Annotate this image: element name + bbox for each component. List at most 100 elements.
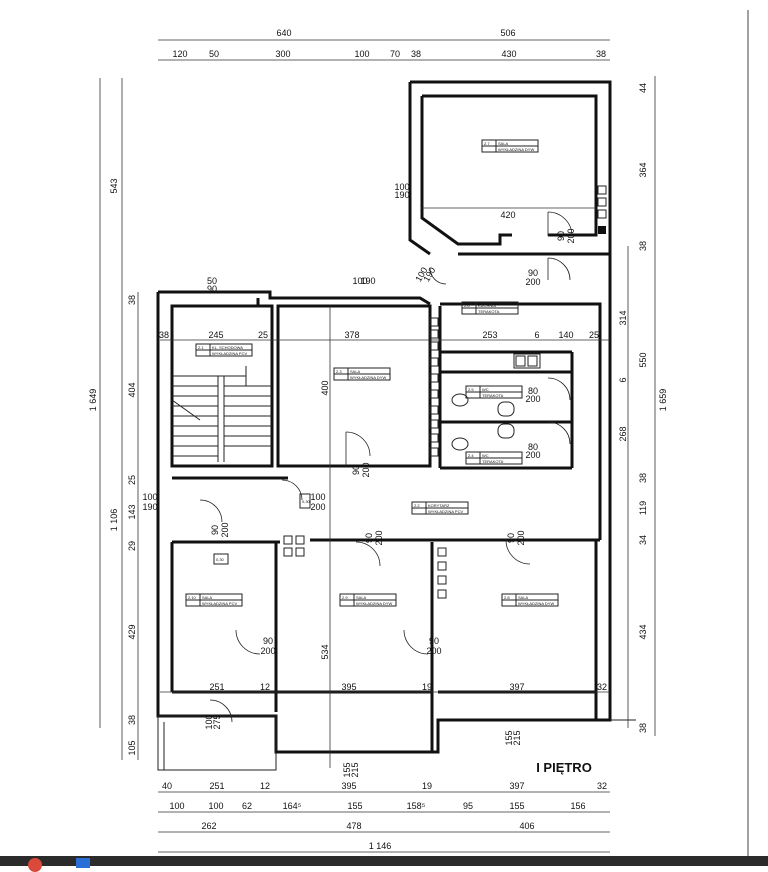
dim-text: 38 bbox=[596, 49, 606, 59]
opening-label: 90 bbox=[210, 525, 220, 535]
dim-text: 44 bbox=[638, 83, 648, 93]
opening-label: 200 bbox=[260, 646, 275, 656]
dim-text: 429 bbox=[127, 624, 137, 639]
dim-text: 400 bbox=[320, 380, 330, 395]
dim-text: 25 bbox=[589, 330, 599, 340]
dim-text: 105 bbox=[127, 740, 137, 755]
dim-text: 1 146 bbox=[369, 841, 392, 851]
app-icon[interactable] bbox=[76, 858, 90, 868]
opening-label: 100 bbox=[142, 492, 157, 502]
dim-text: 506 bbox=[500, 28, 515, 38]
svg-text:WC: WC bbox=[482, 387, 489, 392]
dim-text: 406 bbox=[519, 821, 534, 831]
dim-text: 100 bbox=[169, 801, 184, 811]
room-tag-2-6: 2.6 KUCHNIA TERAKOTA bbox=[461, 301, 519, 315]
opening-label: 200 bbox=[516, 530, 526, 545]
room-tag-2-9: 2.9 SALA WYKŁADZINA DYW bbox=[339, 593, 397, 607]
svg-text:2.5: 2.5 bbox=[468, 387, 474, 392]
dim-text: 140 bbox=[558, 330, 573, 340]
opening-label: 155 bbox=[342, 762, 352, 777]
dim-text: 245 bbox=[208, 330, 223, 340]
room-tag-2-7: 2.7 SALA WYKŁADZINA DYW bbox=[481, 139, 539, 153]
browser-icon[interactable] bbox=[28, 858, 42, 872]
staircase bbox=[171, 366, 272, 462]
dim-text: 38 bbox=[411, 49, 421, 59]
dim-text: 12 bbox=[260, 682, 270, 692]
dim-text: 430 bbox=[501, 49, 516, 59]
svg-text:SALA: SALA bbox=[202, 595, 213, 600]
svg-text:2.10: 2.10 bbox=[188, 595, 197, 600]
svg-text:2.2: 2.2 bbox=[414, 503, 420, 508]
svg-text:WC: WC bbox=[482, 453, 489, 458]
dim-text: 19 bbox=[422, 682, 432, 692]
taskbar bbox=[0, 856, 768, 872]
dim-text: 50 bbox=[209, 49, 219, 59]
opening-label: 100 bbox=[394, 182, 409, 192]
dim-text: 38 bbox=[127, 715, 137, 725]
opening-label: 215 bbox=[350, 762, 360, 777]
dim-text: 120 bbox=[172, 49, 187, 59]
opening-label: 90 bbox=[263, 636, 273, 646]
opening-label: 200 bbox=[310, 502, 325, 512]
dim-text: 6 bbox=[534, 330, 539, 340]
svg-text:TERAKOTA: TERAKOTA bbox=[482, 393, 504, 398]
opening-label: 190 bbox=[360, 276, 375, 286]
dim-text: 32 bbox=[597, 781, 607, 791]
dim-text: 314 bbox=[618, 310, 628, 325]
dim-text: 155 bbox=[347, 801, 362, 811]
dim-text: 1 659 bbox=[658, 389, 668, 412]
wc-fixtures bbox=[451, 353, 541, 451]
dim-text: 434 bbox=[638, 624, 648, 639]
dim-text: 478 bbox=[346, 821, 361, 831]
wall-room-2-3 bbox=[276, 304, 432, 468]
dim-text: 34 bbox=[638, 535, 648, 545]
wall-annex bbox=[410, 80, 612, 255]
dim-text: 155 bbox=[509, 801, 524, 811]
dim-text: 38 bbox=[638, 241, 648, 251]
opening-label: 200 bbox=[220, 522, 230, 537]
room-tag-2-10: 2.10 SALA WYKŁADZINA PCV bbox=[185, 593, 243, 607]
opening-label: 190 bbox=[142, 502, 157, 512]
dim-text: 550 bbox=[638, 352, 648, 367]
dim-text: 156 bbox=[570, 801, 585, 811]
opening-label: 90 bbox=[207, 284, 217, 294]
ceiling-tag: 0,30 bbox=[299, 493, 311, 509]
svg-text:0,30: 0,30 bbox=[302, 499, 311, 504]
wall-annex-left bbox=[408, 82, 431, 256]
dim-text: 19 bbox=[422, 781, 432, 791]
opening-label: 200 bbox=[525, 450, 540, 460]
dim-text: 95 bbox=[463, 801, 473, 811]
dim-text: 543 bbox=[109, 178, 119, 193]
dim-text: 40 bbox=[162, 781, 172, 791]
dim-text: 38 bbox=[127, 295, 137, 305]
opening-label: 275 bbox=[212, 714, 222, 729]
opening-label: 90 bbox=[556, 231, 566, 241]
dim-text: 268 bbox=[618, 426, 628, 441]
room-tag-2-2: 2.2 KORYTARZ WYKŁADZINA PCV bbox=[411, 501, 469, 515]
opening-label: 190 bbox=[394, 190, 409, 200]
dim-text: 158⁵ bbox=[407, 801, 426, 811]
dim-text: 395 bbox=[341, 682, 356, 692]
door-swings bbox=[199, 211, 573, 723]
dim-text: 29 bbox=[127, 541, 137, 551]
svg-text:TERAKOTA: TERAKOTA bbox=[478, 309, 500, 314]
opening-label: 80 bbox=[528, 386, 538, 396]
dim-text: 70 bbox=[390, 49, 400, 59]
opening-label: 200 bbox=[426, 646, 441, 656]
dim-text: 378 bbox=[344, 330, 359, 340]
dim-text: 640 bbox=[276, 28, 291, 38]
opening-label: 200 bbox=[361, 462, 371, 477]
svg-text:2.6: 2.6 bbox=[464, 303, 470, 308]
dim-text: 420 bbox=[500, 210, 515, 220]
room-tag-2-1: 2.1 KL. SCHODOWA WYKŁADZINA PCV bbox=[195, 343, 253, 357]
opening-label: 100 bbox=[204, 714, 214, 729]
dim-text: 1 106 bbox=[109, 509, 119, 532]
svg-text:2.9: 2.9 bbox=[342, 595, 348, 600]
opening-labels: 100 190 50 90 100 190 100 190 100 200 90… bbox=[142, 182, 576, 778]
wall-outline bbox=[158, 290, 431, 306]
svg-text:2.4: 2.4 bbox=[468, 453, 474, 458]
dim-text: 100 bbox=[208, 801, 223, 811]
svg-text:2.3: 2.3 bbox=[336, 369, 342, 374]
room-tag-2-4: 2.4 WC TERAKOTA bbox=[465, 451, 523, 465]
